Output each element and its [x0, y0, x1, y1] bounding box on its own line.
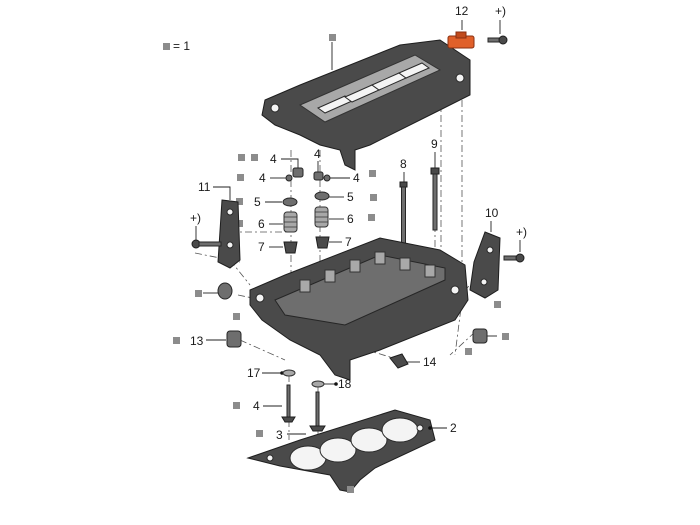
- valve-train-right: 4 4 5 6 7: [313, 147, 377, 249]
- marker-near-14: [465, 348, 472, 355]
- marker-4-top: [251, 154, 258, 161]
- legend-text: = 1: [173, 39, 190, 53]
- part-12-sensor: 12 +): [447, 4, 508, 49]
- marker-mid-bottom: [233, 313, 240, 320]
- camshaft-carrier-frame: [261, 39, 471, 171]
- callout-2: 2: [450, 421, 457, 435]
- callout-4-top: 4: [270, 152, 277, 166]
- part-12-bolt: [487, 35, 508, 45]
- callout-12-plus: +): [495, 4, 506, 18]
- head-gasket: 2: [246, 409, 457, 493]
- callout-12: 12: [455, 4, 469, 18]
- cylinder-head: [249, 237, 469, 381]
- callout-11-plus: +): [190, 211, 201, 225]
- callout-17: 17: [247, 366, 261, 380]
- callout-4-mid: 4: [314, 147, 321, 161]
- marker-left-upper: [238, 154, 245, 161]
- legend-marker-square: [163, 43, 170, 50]
- callout-4-bottom: 4: [253, 399, 260, 413]
- callout-6-right: 6: [347, 212, 354, 226]
- callout-13: 13: [190, 334, 204, 348]
- callout-4-left: 4: [259, 171, 266, 185]
- right-plug: [472, 328, 509, 344]
- callout-10: 10: [485, 206, 499, 220]
- callout-10-plus: +): [516, 225, 527, 239]
- callout-11: 11: [198, 180, 211, 194]
- exhaust-valve: [309, 391, 326, 432]
- marker-frame: [329, 34, 336, 41]
- left-plug: [195, 282, 233, 300]
- intake-valve: [281, 384, 296, 423]
- part-10-bracket: 10 +): [469, 206, 527, 308]
- part-11-bolt: [191, 239, 222, 249]
- callout-5-left: 5: [254, 195, 261, 209]
- callout-8: 8: [400, 157, 407, 171]
- part-11-bracket: 11 +): [190, 180, 241, 269]
- callout-7-right: 7: [345, 235, 352, 249]
- part-10-bolt: [503, 253, 525, 263]
- callout-14: 14: [423, 355, 437, 369]
- part-13: 13: [173, 330, 242, 348]
- callout-4-right: 4: [353, 171, 360, 185]
- callout-7-left: 7: [258, 240, 265, 254]
- legend: = 1: [163, 39, 190, 53]
- camshaft-journals: [299, 251, 436, 293]
- callout-6-left: 6: [258, 217, 265, 231]
- callout-3: 3: [276, 428, 283, 442]
- part-14: 14: [389, 353, 437, 369]
- callout-9: 9: [431, 137, 438, 151]
- callout-5-right: 5: [347, 190, 354, 204]
- marker-10: [494, 301, 501, 308]
- valve-train-left: 4 4 5 6 7: [236, 152, 304, 254]
- head-bolts: 8 9: [399, 137, 440, 248]
- callout-18: 18: [338, 377, 352, 391]
- valve-parts-bottom: 17 18 4 3: [233, 366, 352, 442]
